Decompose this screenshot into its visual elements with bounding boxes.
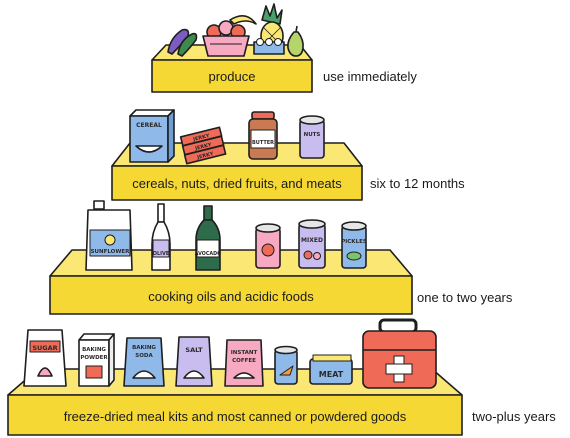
tier-3-duration: one to two years [417,290,513,305]
svg-text:SODA: SODA [135,353,153,359]
svg-text:AVOCADO: AVOCADO [195,251,221,257]
tier-3-label: cooking oils and acidic foods [148,289,314,304]
tier-2-label: cereals, nuts, dried fruits, and meats [132,176,342,191]
avocado-oil-bottle-icon: AVOCADO [195,205,221,271]
svg-text:MEAT: MEAT [319,370,344,379]
pickles-can-icon: PICKLES [341,221,367,269]
tier-4-duration: two-plus years [472,409,556,424]
eggplant-icon [167,28,198,57]
tier-4-products: SUGAR BAKING POWDER BAKING SODA SA [23,318,437,389]
svg-text:SALT: SALT [185,346,203,354]
cereal-box-icon: CEREAL [129,109,175,163]
tier-2-shelf [111,142,363,201]
svg-text:BUTTER: BUTTER [252,140,274,146]
svg-text:JERKY: JERKY [194,142,213,152]
olive-oil-bottle-icon: OLIVE [151,203,171,271]
svg-text:PICKLES: PICKLES [341,239,367,245]
svg-text:POWDER: POWDER [80,355,108,361]
meal-kit-box-icon [362,318,437,389]
sunflower-oil-jug-icon: SUNFLOWER [85,200,133,271]
tomato-can-icon [255,223,281,269]
svg-text:SUNFLOWER: SUNFLOWER [91,249,131,255]
tier-3-products: SUNFLOWER OLIVE AVOCADO [85,200,367,271]
svg-text:JERKY: JERKY [196,151,215,161]
svg-text:SUGAR: SUGAR [32,344,57,352]
salt-bag-icon: SALT [175,336,213,387]
svg-text:OLIVE: OLIVE [153,251,170,257]
tier-1-products [167,3,304,57]
tier-1-label: produce [208,69,256,84]
fruit-basket-icon [202,20,250,57]
svg-text:JERKY: JERKY [192,133,211,143]
bananas-icon [229,15,257,25]
svg-text:CEREAL: CEREAL [136,122,162,129]
tier-1-duration: use immediately [323,69,417,84]
nuts-can-icon: NUTS [299,115,325,159]
baking-powder-box-icon: BAKING POWDER [78,333,115,387]
mixed-can-icon: MIXED [298,219,326,269]
pear-icon [287,25,304,57]
instant-coffee-box-icon: INSTANT COFFEE [224,339,264,387]
svg-text:INSTANT: INSTANT [231,350,258,356]
meat-tin-icon: MEAT [309,354,353,385]
svg-text:MIXED: MIXED [301,237,323,244]
jerky-packs-icon: JERKY JERKY JERKY [179,126,227,165]
sugar-bag-icon: SUGAR [23,329,67,387]
svg-text:BAKING: BAKING [132,345,156,351]
svg-text:NUTS: NUTS [304,132,321,138]
svg-text:COFFEE: COFFEE [232,358,256,364]
tier-2-products: CEREAL JERKY JERKY JERKY BUTTER [129,109,325,165]
baking-soda-bag-icon: BAKING SODA [123,337,165,387]
egg-carton-icon [253,38,285,55]
tier-2-duration: six to 12 months [370,176,465,191]
svg-text:BAKING: BAKING [82,347,106,353]
butter-jar-icon: BUTTER [248,111,278,160]
tier-4-label: freeze-dried meal kits and most canned o… [63,409,407,424]
carrot-can-icon [274,345,298,385]
